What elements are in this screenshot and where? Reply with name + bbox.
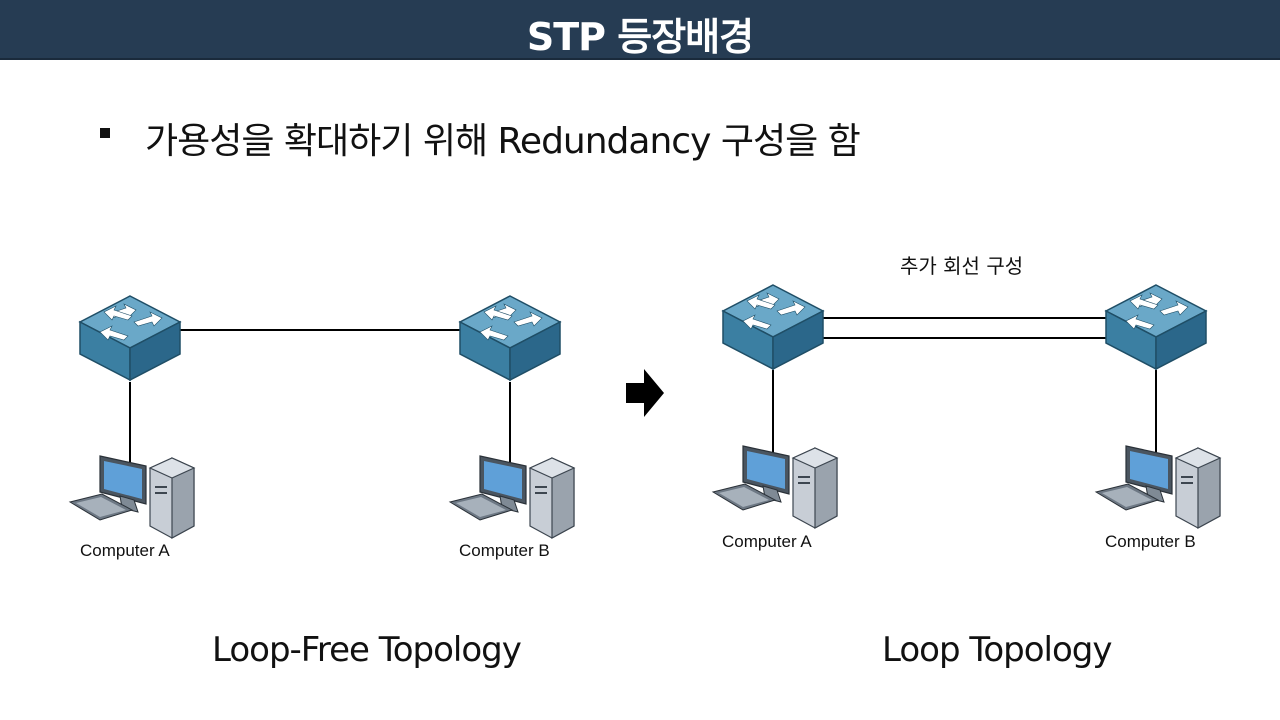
right-arrow-icon xyxy=(626,369,664,417)
desktop-computer-icon xyxy=(1095,445,1221,529)
bullet-marker xyxy=(100,128,110,138)
loop-free-caption: Loop-Free Topology xyxy=(212,630,522,670)
computer-a-label-right: Computer A xyxy=(722,532,812,551)
computer-a-label-left: Computer A xyxy=(80,541,170,560)
computer-b-label-right: Computer B xyxy=(1105,532,1196,551)
network-switch-icon xyxy=(79,295,181,381)
desktop-computer-icon xyxy=(712,445,838,529)
network-switch-icon xyxy=(722,284,824,370)
network-switch-icon xyxy=(459,295,561,381)
desktop-computer-icon xyxy=(449,455,575,539)
title-bar: STP 등장배경 xyxy=(0,0,1280,60)
desktop-computer-icon xyxy=(69,455,195,539)
added-line-annotation: 추가 회선 구성 xyxy=(900,254,1024,278)
network-switch-icon xyxy=(1105,284,1207,370)
loop-caption: Loop Topology xyxy=(882,630,1112,670)
computer-b-label-left: Computer B xyxy=(459,541,550,560)
slide-title: STP 등장배경 xyxy=(526,15,754,59)
bullet-text: 가용성을 확대하기 위해 Redundancy 구성을 함 xyxy=(145,121,861,162)
